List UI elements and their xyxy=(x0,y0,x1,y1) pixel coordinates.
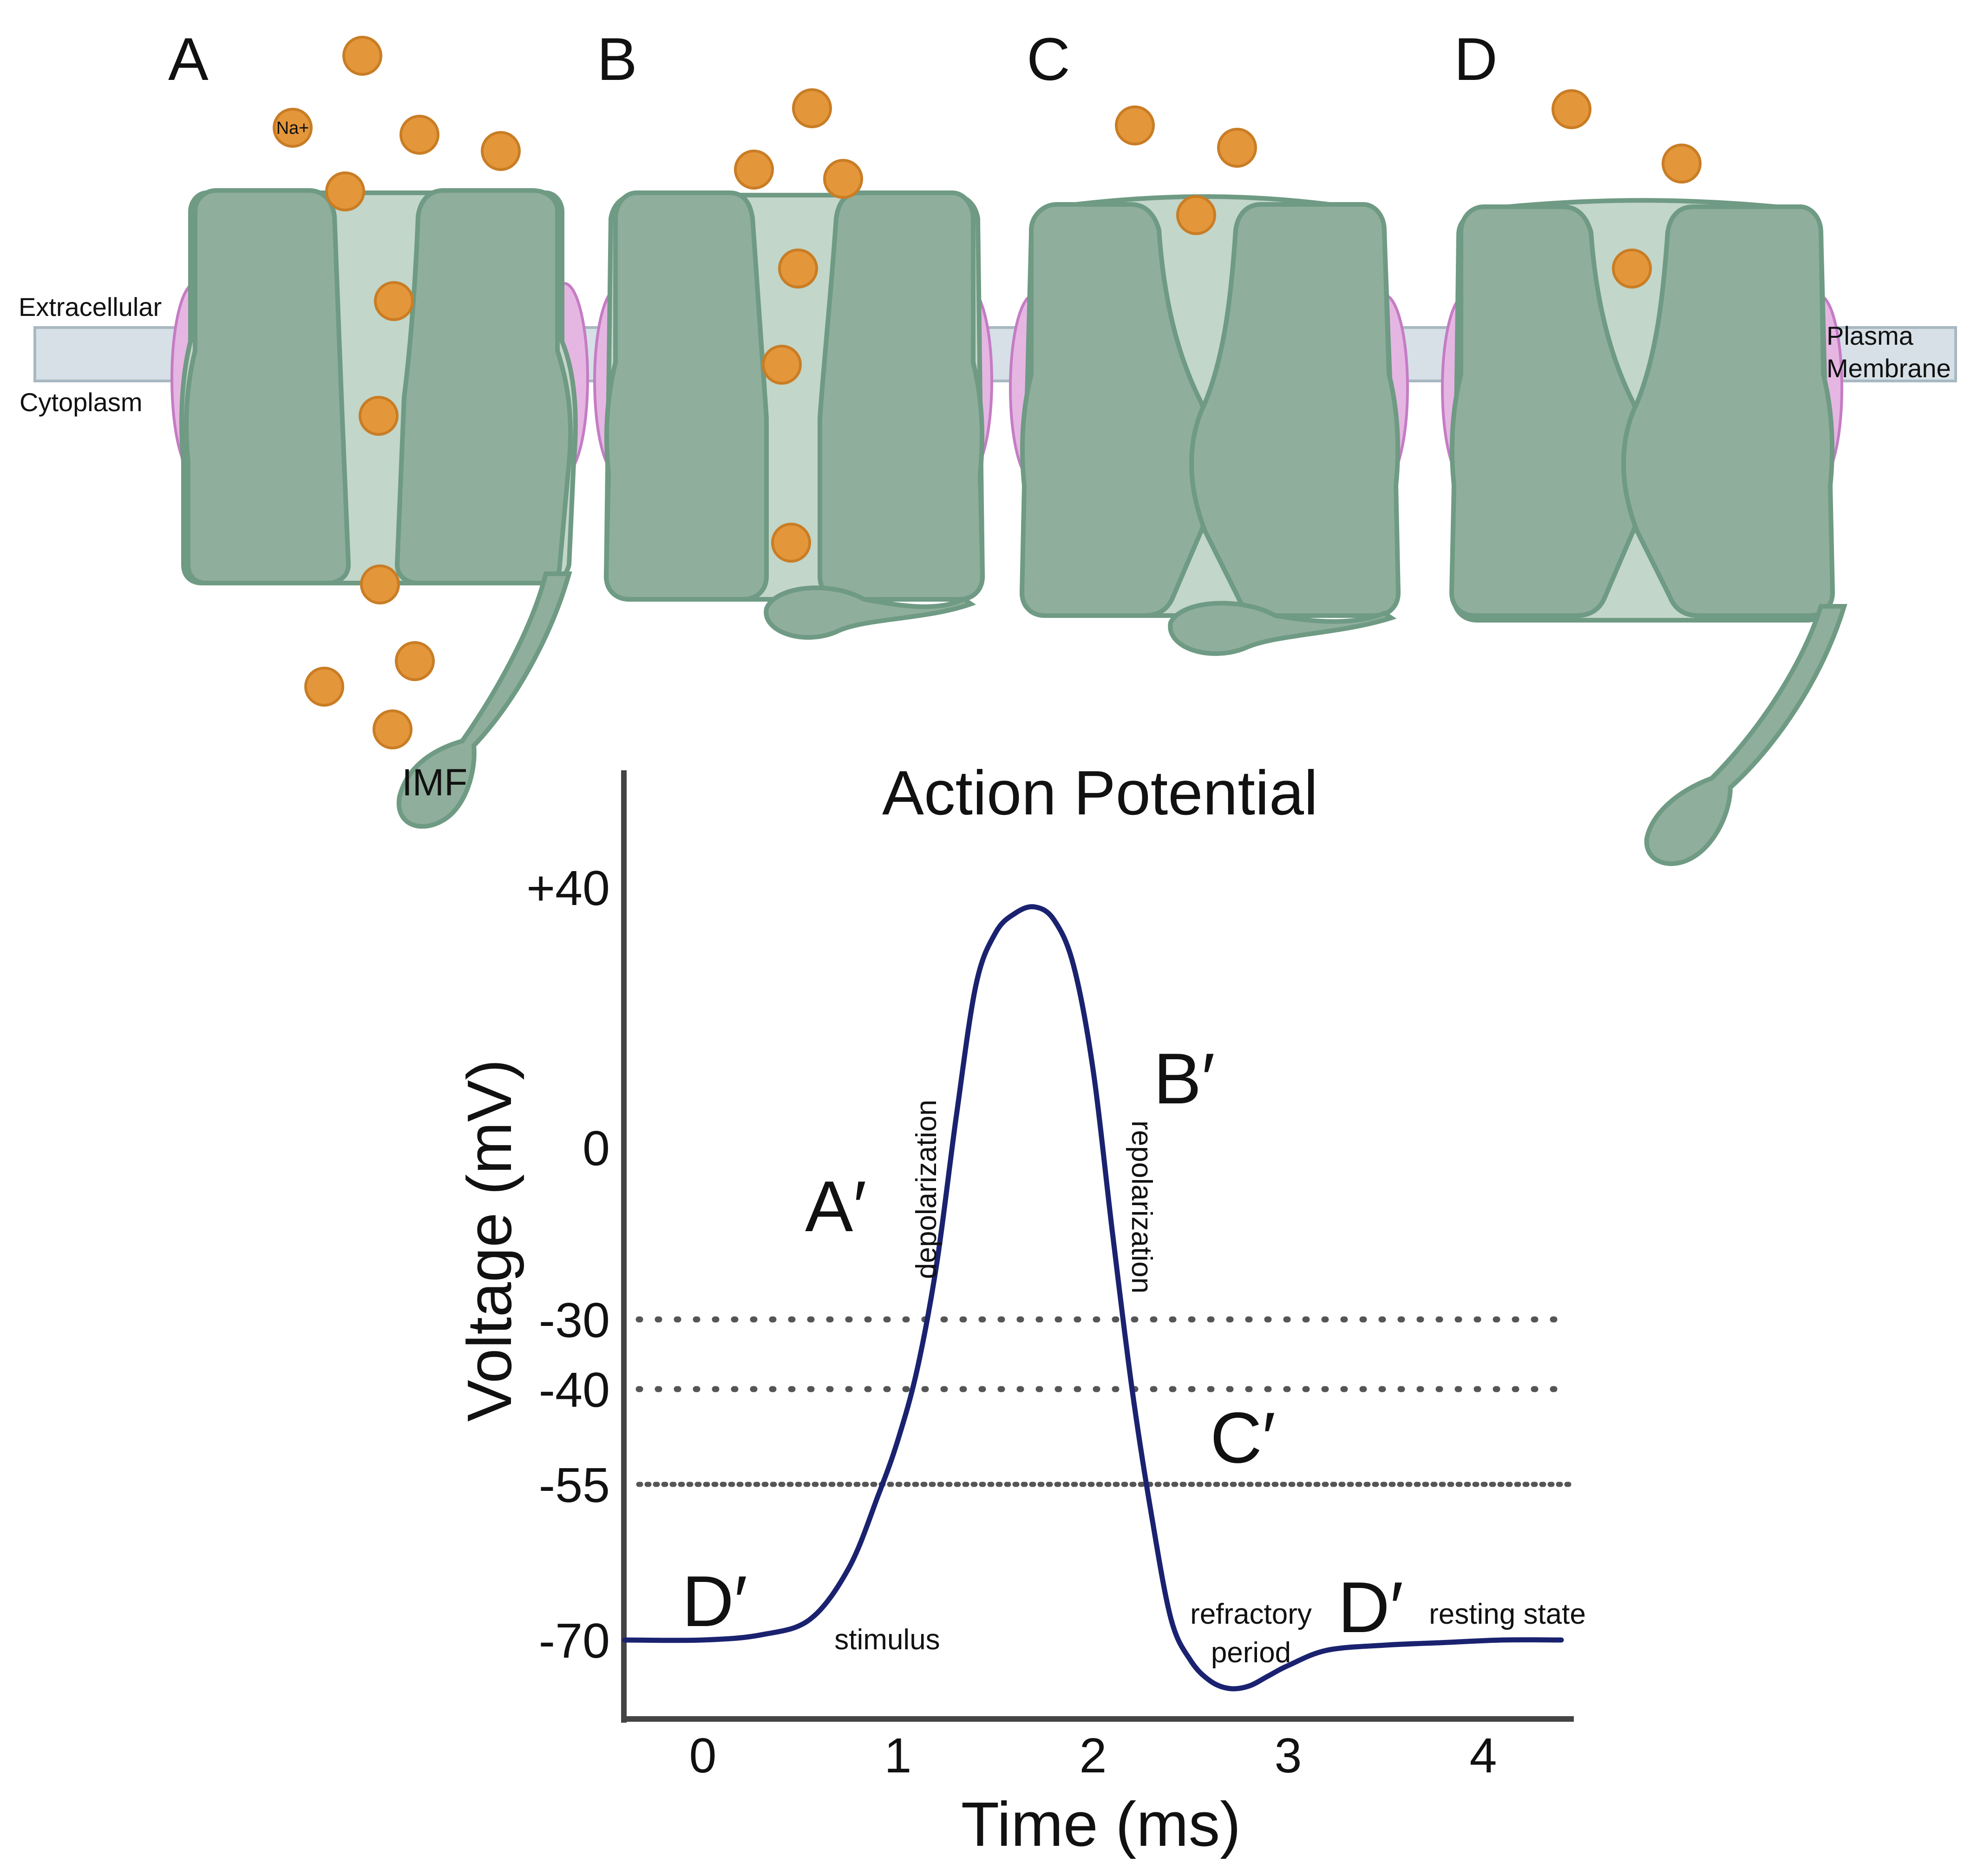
sodium-ion xyxy=(792,88,832,128)
sodium-ion xyxy=(342,36,382,76)
sodium-ion xyxy=(325,171,365,211)
sodium-ion xyxy=(395,641,435,681)
subunit-a-left xyxy=(184,188,351,585)
inactivation-gate-c xyxy=(1168,601,1397,656)
subunit-d-left xyxy=(1449,204,1649,618)
phase-label-d-prime-right: D′ xyxy=(1338,1567,1403,1647)
y-tick-label: 0 xyxy=(583,1121,610,1176)
cytoplasm-label: Cytoplasm xyxy=(20,387,143,417)
y-tick-label: -40 xyxy=(539,1363,610,1417)
sodium-ion-label: Na+ xyxy=(276,118,309,138)
subunit-d-right xyxy=(1621,204,1835,618)
y-tick-label: -30 xyxy=(539,1293,610,1348)
sodium-ion xyxy=(359,396,399,436)
sodium-ion xyxy=(273,108,313,148)
sodium-ion xyxy=(823,159,863,199)
x-tick-label: 2 xyxy=(1080,1728,1107,1783)
subunit-b-right xyxy=(818,190,985,602)
phase-label-d-prime-left: D′ xyxy=(682,1561,747,1641)
sodium-ion xyxy=(1552,89,1591,129)
panel-label-b: B xyxy=(597,25,637,93)
phase-label-c-prime: C′ xyxy=(1210,1397,1276,1478)
sodium-ion xyxy=(374,281,414,321)
phase-label-b-prime: B′ xyxy=(1153,1038,1215,1119)
channel-c xyxy=(1009,194,1409,656)
sodium-ion xyxy=(734,150,774,190)
plasma-membrane-label-line2: Membrane xyxy=(1827,354,1951,383)
stimulus-annotation: stimulus xyxy=(834,1624,940,1656)
membrane-potential-curve xyxy=(622,904,1564,1692)
subunit-b-left xyxy=(603,190,769,602)
panel-label-c: C xyxy=(1027,25,1070,93)
sodium-ion xyxy=(1115,105,1155,145)
plasma-membrane-label-line1: Plasma xyxy=(1827,321,1914,350)
chart-title: Action Potential xyxy=(882,758,1318,828)
sodium-ion xyxy=(304,667,344,707)
sodium-ion xyxy=(373,709,413,749)
x-tick-label: 0 xyxy=(689,1728,717,1783)
period-annotation: period xyxy=(1211,1637,1291,1669)
sodium-ion xyxy=(778,249,818,289)
y-tick-label: +40 xyxy=(526,861,610,916)
sodium-ion xyxy=(481,131,521,171)
panel-label-a: A xyxy=(168,25,209,93)
y-axis-label: Voltage (mV) xyxy=(454,1059,524,1422)
extracellular-label: Extracellular xyxy=(19,292,162,321)
subunit-c-left xyxy=(1019,202,1217,618)
sodium-ion xyxy=(762,345,802,385)
imf-label: IMF xyxy=(402,761,467,804)
inactivation-gate-a xyxy=(396,571,572,829)
x-tick-label: 4 xyxy=(1470,1728,1497,1783)
refractory-annotation: refractory xyxy=(1190,1598,1312,1630)
subunit-a-right xyxy=(394,188,573,585)
inactivation-gate-b xyxy=(764,585,976,640)
x-axis-label: Time (ms) xyxy=(961,1789,1241,1859)
x-tick-label: 1 xyxy=(884,1728,912,1783)
repolarization-annotation: repolarization xyxy=(1126,1121,1158,1293)
depolarization-annotation: depolarization xyxy=(910,1100,943,1279)
x-tick-label: 3 xyxy=(1275,1728,1302,1783)
inactivation-gate-d xyxy=(1644,604,1847,866)
sodium-ion xyxy=(1612,249,1652,289)
sodium-ion xyxy=(1176,195,1216,235)
y-tick-label: -70 xyxy=(539,1614,610,1668)
resting-state-annotation: resting state xyxy=(1429,1598,1586,1630)
panel-label-d: D xyxy=(1454,25,1498,93)
phase-label-a-prime: A′ xyxy=(805,1166,866,1246)
channel-a xyxy=(170,188,589,829)
y-tick-label: -55 xyxy=(539,1458,610,1513)
sodium-ion xyxy=(1662,144,1702,184)
sodium-ion xyxy=(1217,128,1257,168)
channel-b xyxy=(593,190,993,640)
sodium-ion xyxy=(399,115,439,155)
sodium-ions xyxy=(273,36,1702,749)
channel-d xyxy=(1441,198,1847,866)
subunit-c-right xyxy=(1189,202,1401,618)
sodium-ion xyxy=(360,564,400,604)
sodium-ion xyxy=(771,523,811,563)
